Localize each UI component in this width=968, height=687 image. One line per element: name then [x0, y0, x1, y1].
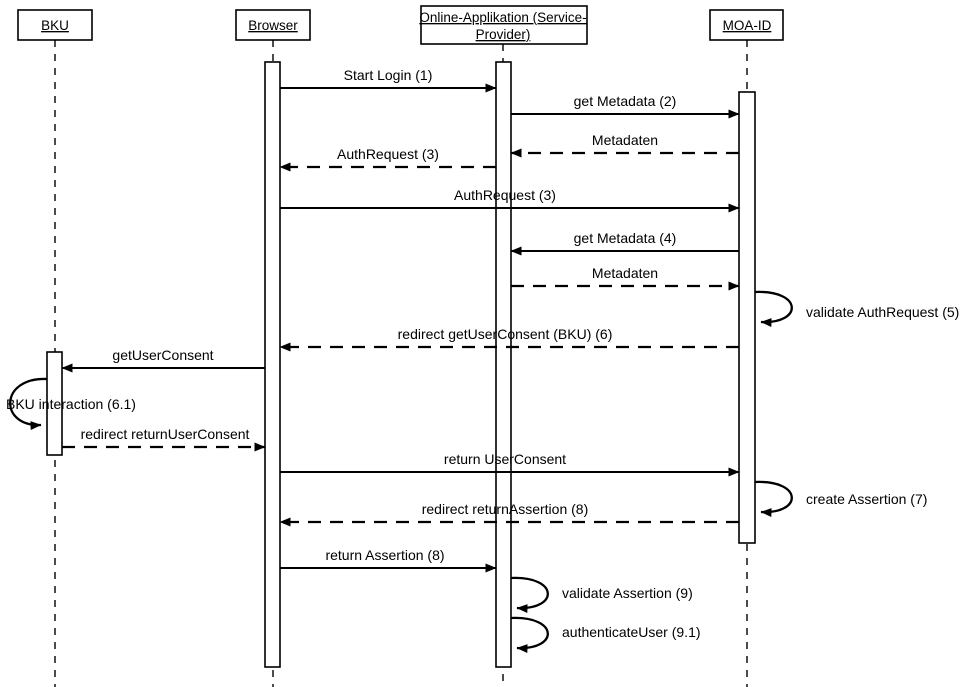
- self-message-label-5: authenticateUser (9.1): [562, 624, 701, 640]
- self-message-5[interactable]: authenticateUser (9.1): [510, 616, 701, 653]
- message-label-9: getUserConsent: [112, 347, 213, 363]
- self-message-3[interactable]: create Assertion (7): [754, 480, 927, 517]
- message-7[interactable]: Metadaten: [511, 265, 740, 291]
- message-10[interactable]: redirect returnUserConsent: [62, 426, 266, 452]
- message-label-3: Metadaten: [592, 132, 658, 148]
- message-label-2: get Metadata (2): [574, 93, 677, 109]
- activation-bar-sp[interactable]: [495, 61, 512, 668]
- lifeline-bku[interactable]: BKU: [17, 9, 93, 687]
- lifeline-header-box-sp[interactable]: [420, 5, 588, 45]
- message-5[interactable]: AuthRequest (3): [280, 187, 740, 213]
- message-4[interactable]: AuthRequest (3): [279, 146, 496, 172]
- message-label-4: AuthRequest (3): [337, 146, 439, 162]
- self-message-label-4: validate Assertion (9): [562, 585, 693, 601]
- activation-bar-moaid[interactable]: [738, 91, 756, 544]
- message-12[interactable]: redirect returnAssertion (8): [279, 501, 739, 527]
- message-2[interactable]: get Metadata (2): [511, 93, 740, 119]
- message-label-7: Metadaten: [592, 265, 658, 281]
- message-label-1: Start Login (1): [344, 67, 433, 83]
- self-message-arc-5: [510, 616, 549, 653]
- lifeline-label-moaid: MOA-ID: [723, 18, 772, 33]
- message-label-11: return UserConsent: [444, 451, 566, 467]
- message-label-8: redirect getUserConsent (BKU) (6): [398, 326, 613, 342]
- activation-bar-browser[interactable]: [264, 61, 281, 668]
- self-message-2[interactable]: BKU interaction (6.1): [6, 377, 136, 430]
- lifeline-label-sp: Online-Applikation (Service-Provider): [419, 10, 586, 42]
- message-3[interactable]: Metadaten: [510, 132, 739, 158]
- message-label-6: get Metadata (4): [574, 230, 677, 246]
- self-message-4[interactable]: validate Assertion (9): [510, 576, 693, 613]
- activation-bar-bku[interactable]: [46, 351, 63, 456]
- self-message-arc-2: [9, 377, 48, 430]
- message-1[interactable]: Start Login (1): [280, 67, 497, 93]
- message-11[interactable]: return UserConsent: [280, 451, 740, 477]
- self-message-1[interactable]: validate AuthRequest (5): [754, 290, 959, 327]
- self-messages-group: validate AuthRequest (5) BKU interaction …: [6, 290, 959, 653]
- message-8[interactable]: redirect getUserConsent (BKU) (6): [279, 326, 739, 352]
- self-message-arc-4: [510, 576, 549, 613]
- lifeline-sp[interactable]: Online-Applikation (Service-Provider): [419, 5, 588, 687]
- lifeline-label-bku: BKU: [41, 18, 69, 33]
- lifeline-header-box-bku[interactable]: [17, 9, 93, 41]
- message-label-10: redirect returnUserConsent: [81, 426, 250, 442]
- messages-group: Start Login (1) get Metadata (2) Metadaten…: [61, 67, 740, 573]
- activations-group: [46, 61, 756, 668]
- self-message-arc-1: [754, 290, 793, 327]
- lifeline-header-box-browser[interactable]: [235, 9, 311, 41]
- message-label-5: AuthRequest (3): [454, 187, 556, 203]
- message-6[interactable]: get Metadata (4): [510, 230, 739, 256]
- message-13[interactable]: return Assertion (8): [280, 547, 497, 573]
- self-message-arc-3: [754, 480, 793, 517]
- self-message-label-3: create Assertion (7): [806, 491, 927, 507]
- self-message-label-1: validate AuthRequest (5): [806, 304, 959, 320]
- message-label-13: return Assertion (8): [325, 547, 444, 563]
- message-9[interactable]: getUserConsent: [61, 347, 265, 373]
- message-label-12: redirect returnAssertion (8): [422, 501, 589, 517]
- self-message-label-2: BKU interaction (6.1): [6, 396, 136, 412]
- lifeline-label-browser: Browser: [248, 18, 298, 33]
